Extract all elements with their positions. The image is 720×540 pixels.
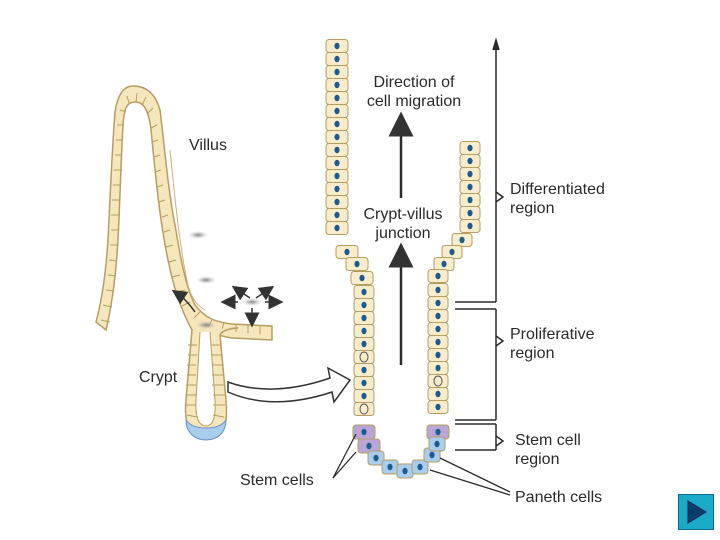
- cell-nucleus: [467, 170, 473, 178]
- cell-nucleus: [334, 133, 340, 141]
- villus-label: Villus: [189, 137, 227, 154]
- paneth-cells-label: Paneth cells: [515, 489, 603, 506]
- junction-line1: Crypt-villus: [363, 206, 443, 223]
- crypt-base-cells: [185, 418, 227, 441]
- cell-nucleus: [334, 146, 340, 154]
- villus-inner-lining: [169, 149, 206, 311]
- cell-nucleus: [361, 379, 367, 387]
- stem-cell-region-label: Stem cell region: [515, 431, 581, 469]
- cell-nucleus: [334, 198, 340, 206]
- cell-nucleus: [334, 172, 340, 180]
- cell-nucleus: [459, 236, 465, 244]
- proliferative-region-label: Proliferative region: [510, 325, 594, 363]
- next-slide-button[interactable]: [678, 494, 714, 530]
- cell-nucleus: [373, 454, 379, 462]
- cell-nucleus: [361, 340, 367, 348]
- cell-nucleus: [417, 463, 423, 471]
- cell-nucleus: [433, 375, 443, 387]
- cell-nucleus: [334, 68, 340, 76]
- cell-nucleus: [441, 260, 447, 268]
- cell-nucleus: [435, 390, 441, 398]
- cell-nucleus: [429, 451, 435, 459]
- direction-line2: cell migration: [366, 93, 462, 110]
- epithelial-cell: [353, 402, 375, 416]
- cell-nucleus: [354, 260, 360, 268]
- villus-epithelium: [95, 85, 273, 341]
- cell-nucleus: [334, 224, 340, 232]
- crypt-lumen: [195, 331, 216, 427]
- zoom-arrow: [227, 366, 352, 404]
- stem-cells-label: Stem cells: [240, 472, 314, 489]
- cell-nucleus: [361, 301, 367, 309]
- crypt-label: Crypt: [139, 369, 178, 386]
- cell-nucleus: [334, 55, 340, 63]
- movement-arrows: [171, 285, 284, 328]
- cell-nucleus: [435, 403, 441, 411]
- stem-region-line2: region: [515, 451, 560, 468]
- migration-blob: [242, 298, 262, 306]
- junction-label: Crypt-villus junction: [363, 205, 442, 243]
- cell-nucleus: [334, 185, 340, 193]
- cell-nucleus: [359, 351, 369, 363]
- cell-nucleus: [435, 286, 441, 294]
- cell-nucleus: [467, 222, 473, 230]
- cell-nucleus: [387, 463, 393, 471]
- cell-nucleus: [402, 467, 408, 475]
- differentiated-line1: Differentiated: [510, 181, 605, 198]
- cell-nucleus: [467, 209, 473, 217]
- cell-nucleus: [435, 351, 441, 359]
- villus-overview: [95, 85, 284, 441]
- cell-nucleus: [361, 314, 367, 322]
- cell-nucleus: [467, 144, 473, 152]
- cell-nucleus: [361, 366, 367, 374]
- migration-blob: [196, 321, 216, 329]
- play-triangle-icon: [687, 500, 707, 524]
- cell-nucleus: [361, 327, 367, 335]
- differentiated-line2: region: [510, 200, 555, 217]
- cell-nucleus: [334, 94, 340, 102]
- pointer-lines: [332, 433, 511, 496]
- crypt-cell-stripes: [186, 344, 225, 418]
- cell-nucleus: [435, 364, 441, 372]
- cell-nucleus: [434, 440, 440, 448]
- cell-nucleus: [359, 403, 369, 415]
- cell-nucleus: [366, 442, 372, 450]
- direction-line1: Direction of: [373, 74, 455, 91]
- differentiated-region-label: Differentiated region: [510, 180, 605, 218]
- proliferative-line2: region: [510, 345, 555, 362]
- cell-nucleus: [435, 428, 441, 436]
- cell-nucleus: [344, 248, 350, 256]
- cell-nucleus: [467, 157, 473, 165]
- migration-blob: [188, 231, 208, 239]
- region-brackets: [455, 37, 505, 451]
- cell-nucleus: [435, 272, 441, 280]
- cell-nucleus: [435, 299, 441, 307]
- magnified-crypt-cells: [325, 39, 481, 479]
- cell-nucleus: [359, 274, 365, 282]
- direction-label: Direction of cell migration: [367, 73, 461, 111]
- cell-nucleus: [334, 120, 340, 128]
- cell-nucleus: [334, 211, 340, 219]
- cell-nucleus: [449, 248, 455, 256]
- cell-nucleus: [334, 159, 340, 167]
- cell-nucleus: [435, 325, 441, 333]
- junction-line2: junction: [375, 225, 431, 242]
- cell-nucleus: [334, 42, 340, 50]
- migration-blob: [196, 276, 216, 284]
- proliferative-line1: Proliferative: [510, 326, 595, 343]
- cell-nucleus: [334, 107, 340, 115]
- cell-nucleus: [435, 312, 441, 320]
- cell-nucleus: [467, 196, 473, 204]
- cell-nucleus: [435, 338, 441, 346]
- stem-region-line1: Stem cell: [515, 432, 581, 449]
- cell-nucleus: [361, 288, 367, 296]
- cell-nucleus: [361, 428, 367, 436]
- cell-nucleus: [334, 81, 340, 89]
- cell-nucleus: [361, 392, 367, 400]
- cell-nucleus: [467, 183, 473, 191]
